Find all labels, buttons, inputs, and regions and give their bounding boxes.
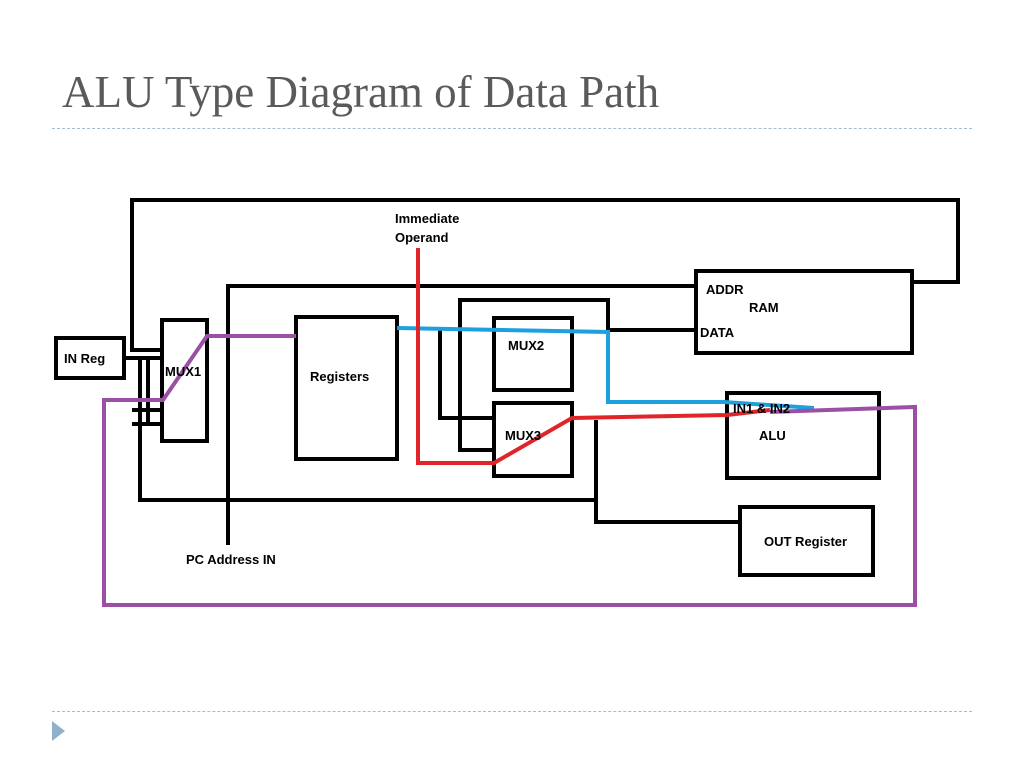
bus-frame-wire: [226, 284, 696, 545]
to-out-register-wire: [594, 420, 740, 524]
ram-label: RAM: [749, 300, 779, 315]
outer-loop-wire: [130, 198, 960, 352]
mux1-label: MUX1: [165, 364, 201, 379]
black-wires: [124, 198, 960, 545]
footer-divider: [52, 711, 972, 712]
mux-group-frame: [458, 298, 610, 414]
out-register-label: OUT Register: [764, 534, 847, 549]
out-register-box: [738, 505, 875, 577]
data-label: DATA: [700, 325, 735, 340]
purple-path-feedback: [102, 334, 917, 607]
blue-path: [396, 326, 815, 410]
triangle-bullet-icon: [52, 721, 65, 741]
registers-label: Registers: [310, 369, 369, 384]
registers-box: [294, 315, 399, 461]
in-reg-box: [54, 336, 126, 380]
ram-box: [694, 269, 914, 355]
addr-label: ADDR: [706, 282, 744, 297]
mux2-label: MUX2: [508, 338, 544, 353]
title-divider: [52, 128, 972, 129]
bottom-bus-wire: [138, 358, 596, 502]
alu-top-label: IN1 & IN2: [733, 401, 790, 416]
pc-address-in-label: PC Address IN: [186, 552, 276, 567]
slide-title: ALU Type Diagram of Data Path: [62, 67, 660, 117]
mux3-label: MUX3: [505, 428, 541, 443]
red-path: [416, 248, 771, 465]
alu-label: ALU: [759, 428, 786, 443]
immediate-operand-label-2: Operand: [395, 230, 449, 245]
mux2-feed-a: [438, 328, 494, 420]
immediate-operand-label-1: Immediate: [395, 211, 459, 226]
mux3-feed-a: [458, 414, 494, 452]
in-reg-label: IN Reg: [64, 351, 105, 366]
mux1-box: [160, 318, 209, 443]
